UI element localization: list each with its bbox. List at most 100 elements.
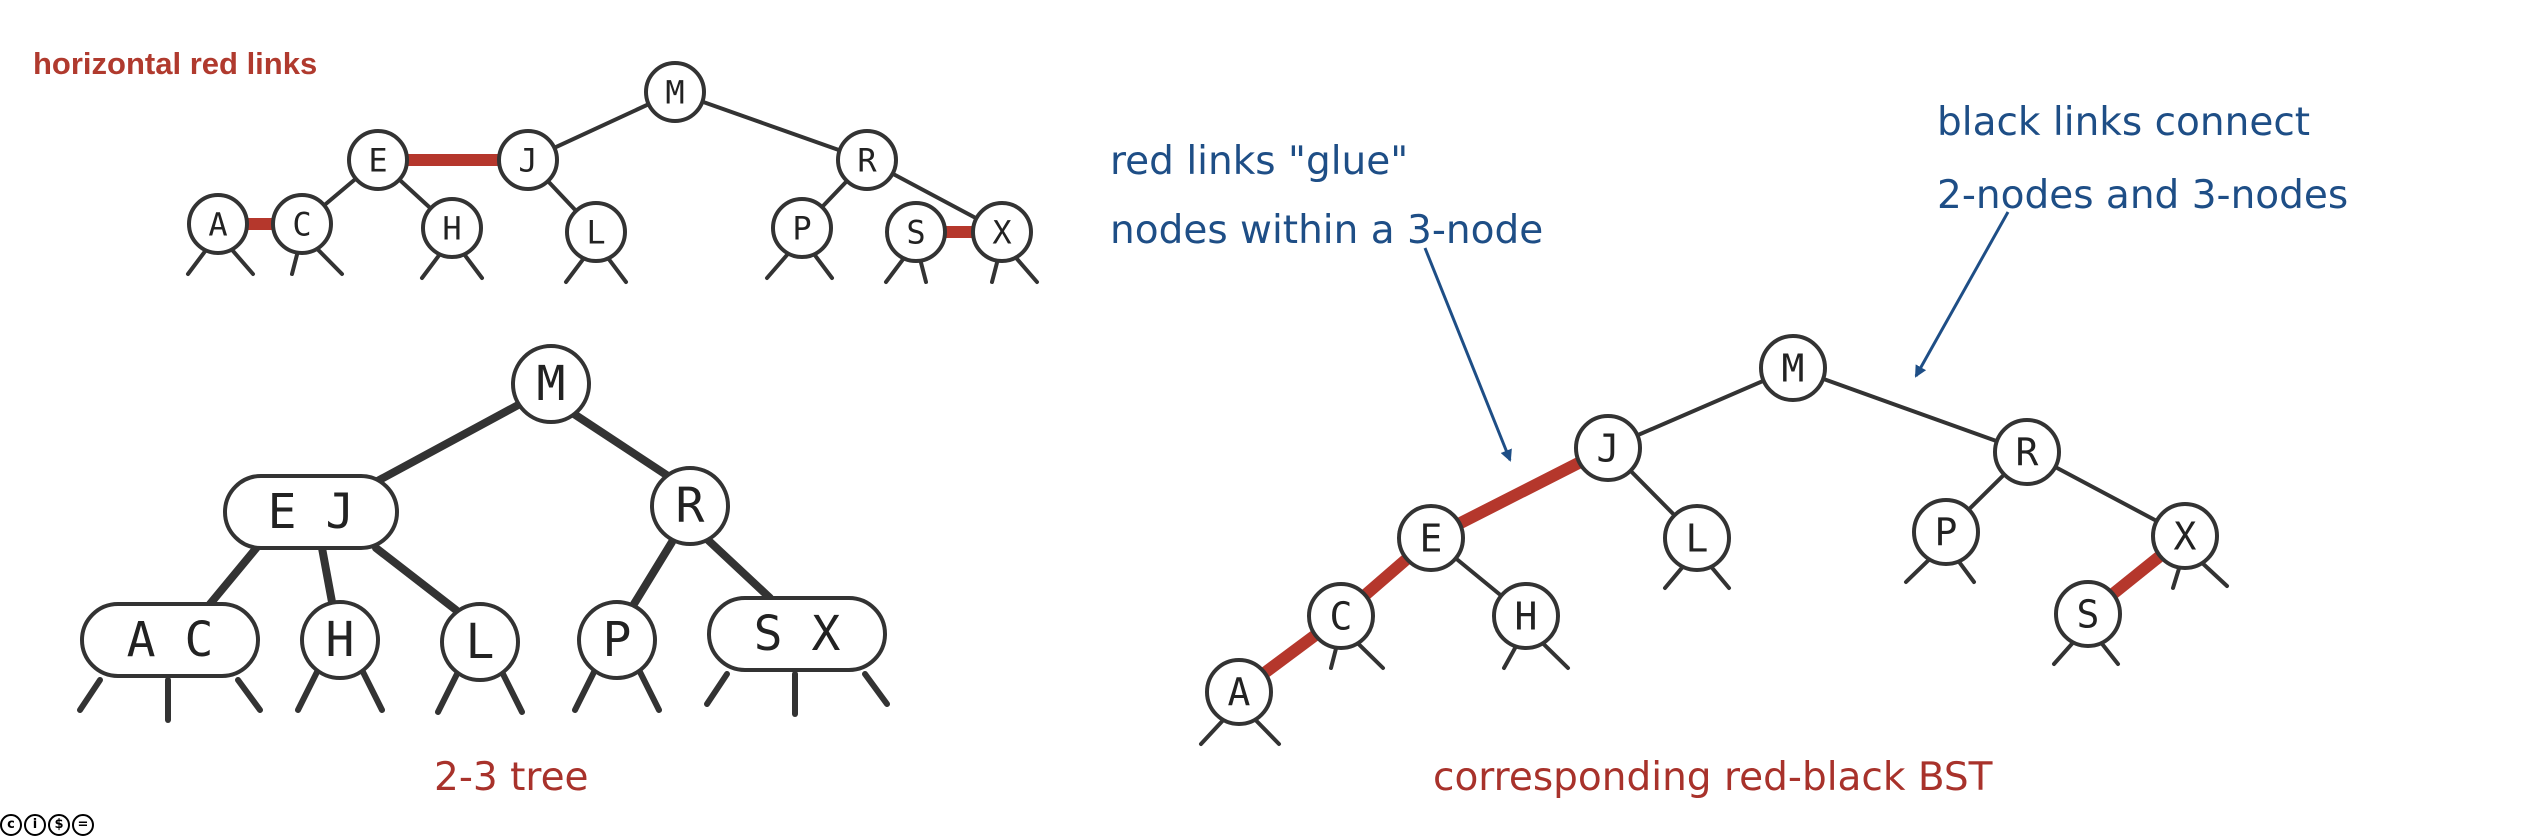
rb-node-label-x: X bbox=[2174, 515, 2197, 559]
rb-node-label-s: S bbox=[2077, 593, 2100, 637]
flat-node-c bbox=[271, 193, 333, 255]
flat-node-label-m: M bbox=[665, 74, 684, 112]
rb-node-h bbox=[1492, 582, 1560, 650]
two-three-node-label-p: P bbox=[603, 612, 632, 668]
two-three-null-link-h-1 bbox=[359, 667, 385, 713]
rb-null-link-p-0 bbox=[1904, 557, 1932, 584]
rb-node-label-j: J bbox=[1597, 427, 1620, 471]
flat-null-link-x-1 bbox=[1014, 255, 1039, 284]
flat-node-j bbox=[497, 129, 559, 191]
rb-node-label-p: P bbox=[1935, 511, 1958, 555]
two-three-node-label-m: M bbox=[537, 356, 566, 412]
rb-null-link-x-0 bbox=[2171, 566, 2181, 590]
rb-null-link-h-1 bbox=[1541, 641, 1570, 670]
two-three-node-h bbox=[300, 600, 380, 680]
rb-black-link-m-r bbox=[1791, 366, 2029, 454]
horizontal-red-links-label: horizontal red links bbox=[33, 46, 318, 81]
rb-node-label-r: R bbox=[2016, 431, 2039, 475]
flat-null-link-l-0 bbox=[564, 256, 586, 284]
rb-node-r bbox=[1993, 418, 2061, 486]
flat-null-link-c-0 bbox=[290, 251, 300, 276]
flat-node-r bbox=[836, 129, 898, 191]
rb-null-link-l-0 bbox=[1663, 565, 1685, 590]
two-three-node-label-l: L bbox=[466, 614, 495, 670]
two-three-null-link-sx-2 bbox=[862, 671, 890, 707]
flat-node-a bbox=[187, 193, 249, 255]
flat-null-link-x-0 bbox=[990, 259, 1000, 284]
two-three-null-link-sx-0 bbox=[704, 671, 730, 707]
two-three-node-sx bbox=[707, 596, 887, 672]
flat-null-link-p-1 bbox=[812, 252, 834, 280]
black-links-label-line2: 2-nodes and 3-nodes bbox=[1937, 173, 2349, 218]
red-black-bst-caption: corresponding red-black BST bbox=[1433, 755, 1993, 800]
flat-node-label-a: A bbox=[208, 206, 227, 244]
rb-null-link-a-1 bbox=[1253, 717, 1281, 746]
annotation-arrows bbox=[1423, 211, 2010, 462]
flat-node-label-j: J bbox=[518, 142, 537, 180]
flat-node-s bbox=[885, 201, 947, 263]
two-three-tree-caption: 2-3 tree bbox=[434, 755, 589, 800]
creative-commons-badge: c i $ = bbox=[0, 814, 118, 836]
flat-node-l bbox=[565, 201, 627, 263]
two-three-link-r-p bbox=[630, 538, 676, 608]
flat-node-label-r: R bbox=[857, 142, 877, 180]
flat-node-label-x: X bbox=[992, 214, 1011, 252]
glue-arrow bbox=[1423, 247, 1512, 462]
two-three-node-label-sx: S X bbox=[754, 606, 841, 662]
flat-null-link-h-1 bbox=[462, 252, 484, 280]
two-three-node-r bbox=[650, 466, 730, 546]
two-three-node-label-ac: A C bbox=[127, 612, 214, 668]
two-three-node-label-h: H bbox=[326, 612, 355, 668]
two-three-link-m-r bbox=[570, 410, 672, 480]
rb-node-p bbox=[1912, 498, 1980, 566]
cc-icon: c bbox=[0, 814, 22, 836]
rb-node-label-a: A bbox=[1228, 671, 1251, 715]
rb-null-link-h-0 bbox=[1502, 645, 1518, 670]
rb-node-label-m: M bbox=[1782, 347, 1805, 391]
rb-node-j bbox=[1574, 414, 1642, 482]
flat-node-x bbox=[971, 201, 1033, 263]
flat-node-label-e: E bbox=[368, 142, 387, 180]
nd-icon: = bbox=[72, 814, 94, 836]
flat-null-link-a-0 bbox=[186, 248, 208, 276]
rb-null-link-x-1 bbox=[2200, 561, 2229, 588]
flat-node-label-h: H bbox=[442, 210, 461, 248]
flat-node-p bbox=[771, 197, 833, 259]
two-three-link-ej-ac bbox=[206, 542, 262, 608]
rb-null-link-c-1 bbox=[1356, 641, 1385, 670]
rb-node-m bbox=[1759, 334, 1827, 402]
rb-node-c bbox=[1307, 582, 1375, 650]
flat-node-label-p: P bbox=[792, 210, 811, 248]
by-icon: i bbox=[24, 814, 46, 836]
flat-node-label-l: L bbox=[586, 214, 605, 252]
nc-icon: $ bbox=[48, 814, 70, 836]
rb-null-link-c-0 bbox=[1329, 647, 1338, 670]
rb-node-l bbox=[1663, 504, 1731, 572]
two-three-link-ej-h bbox=[318, 544, 336, 606]
two-three-null-link-p-1 bbox=[636, 667, 662, 713]
rb-null-link-s-1 bbox=[2099, 641, 2120, 666]
two-three-node-ej bbox=[223, 474, 399, 550]
two-three-null-link-l-1 bbox=[499, 669, 525, 715]
flat-node-e bbox=[347, 129, 409, 191]
flat-node-label-c: C bbox=[292, 206, 311, 244]
flat-null-link-l-1 bbox=[606, 256, 628, 284]
black-links-label-line1: black links connect bbox=[1937, 100, 2311, 145]
rb-null-link-l-1 bbox=[1709, 565, 1731, 590]
two-three-link-ej-l bbox=[372, 544, 460, 614]
two-three-node-ac bbox=[80, 602, 260, 678]
rb-node-label-l: L bbox=[1686, 517, 1709, 561]
two-three-node-l bbox=[440, 602, 520, 682]
flat-black-link-m-r bbox=[673, 90, 869, 162]
flat-null-link-s-0 bbox=[884, 256, 906, 284]
two-three-null-link-ac-2 bbox=[235, 677, 263, 713]
red-links-glue-label-line1: red links "glue" bbox=[1110, 139, 1409, 184]
rb-node-a bbox=[1205, 658, 1273, 726]
two-three-link-m-ej bbox=[368, 400, 524, 488]
two-three-node-m bbox=[511, 344, 591, 424]
rb-node-label-c: C bbox=[1330, 595, 1353, 639]
